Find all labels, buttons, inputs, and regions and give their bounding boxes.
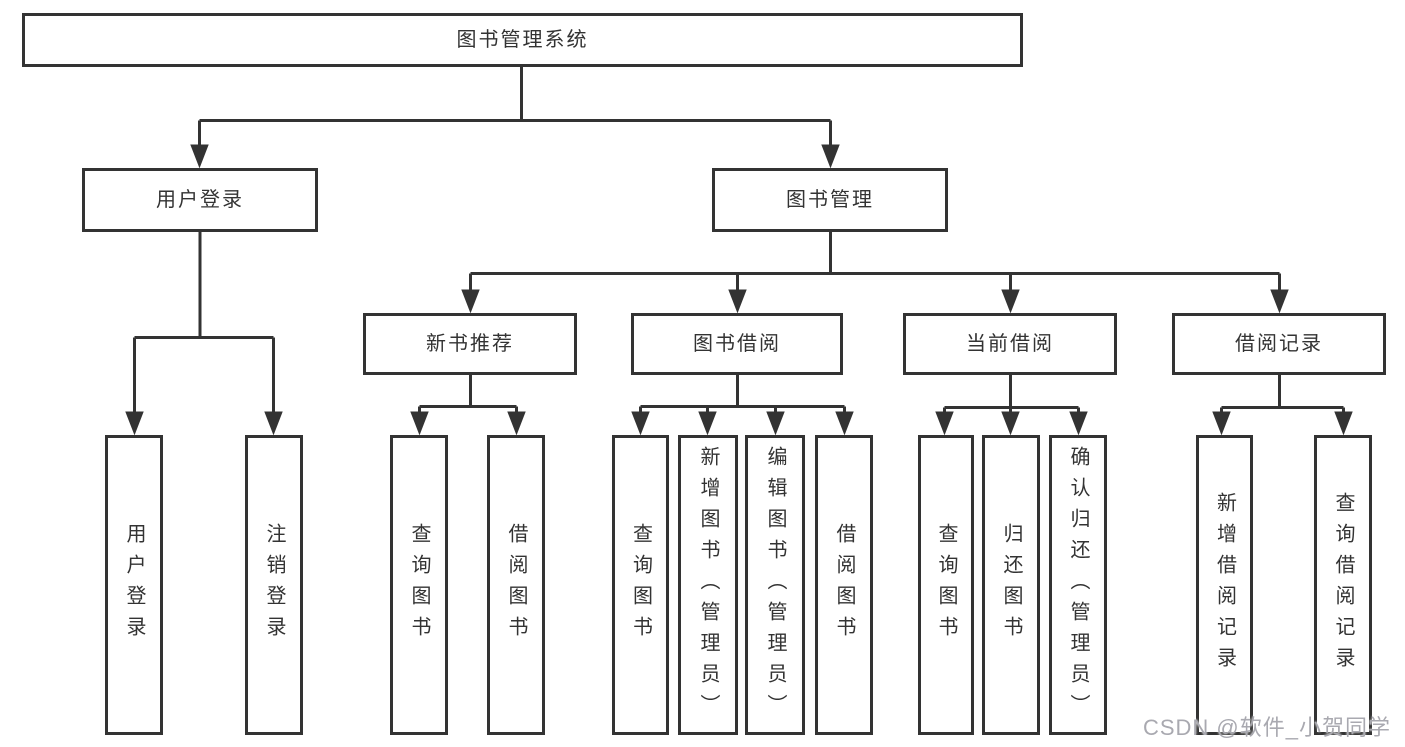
node-leaf-confirm-return-admin: 确认归还（管理员） [1049, 435, 1107, 735]
leaf-label: 查询图书 [629, 523, 652, 647]
leaf-label: 查询图书 [935, 523, 957, 647]
node-leaf-logout: 注销登录 [245, 435, 303, 735]
node-leaf-borrow-books: 借阅图书 [487, 435, 545, 735]
connector-current-to-leaves [935, 374, 1088, 436]
node-leaf-edit-books-admin: 编辑图书（管理员） [745, 435, 805, 735]
node-book-management: 图书管理 [712, 168, 948, 232]
connector-newbook-to-leaves [410, 374, 526, 436]
leaf-label: 借阅图书 [505, 523, 527, 647]
node-borrow-records: 借阅记录 [1172, 313, 1386, 375]
leaf-label: 编辑图书（管理员） [764, 445, 786, 725]
node-library-system: 图书管理系统 [22, 13, 1023, 67]
leaf-label: 确认归还（管理员） [1067, 445, 1089, 725]
node-user-login: 用户登录 [82, 168, 318, 232]
leaf-label: 查询图书 [408, 523, 430, 647]
node-book-borrow: 图书借阅 [631, 313, 843, 375]
connector-mgmt-to-level3 [461, 231, 1289, 314]
node-leaf-user-login: 用户登录 [105, 435, 163, 735]
node-leaf-query-borrow-record: 查询借阅记录 [1314, 435, 1372, 735]
leaf-label: 借阅图书 [833, 523, 855, 647]
node-leaf-query-books: 查询图书 [390, 435, 448, 735]
node-leaf-add-borrow-record: 新增借阅记录 [1196, 435, 1253, 735]
leaf-label: 归还图书 [1000, 523, 1022, 647]
node-new-book-recommend: 新书推荐 [363, 313, 577, 375]
node-current-borrow: 当前借阅 [903, 313, 1117, 375]
node-leaf-return-books: 归还图书 [982, 435, 1040, 735]
leaf-label: 新增借阅记录 [1213, 492, 1236, 678]
leaf-label: 用户登录 [123, 523, 145, 647]
connector-root-to-level2 [190, 67, 840, 169]
leaf-label: 注销登录 [263, 523, 285, 647]
connector-login-to-leaves [125, 231, 283, 436]
connector-records-to-leaves [1212, 374, 1353, 436]
node-leaf-borrow-books: 借阅图书 [815, 435, 873, 735]
node-leaf-query-books: 查询图书 [612, 435, 669, 735]
node-leaf-add-books-admin: 新增图书（管理员） [678, 435, 738, 735]
connector-borrow-to-leaves [631, 374, 854, 436]
leaf-label: 查询借阅记录 [1332, 492, 1354, 678]
leaf-label: 新增图书（管理员） [697, 445, 719, 725]
node-leaf-query-books: 查询图书 [918, 435, 974, 735]
csdn-watermark: CSDN @软件_小贺同学 [1142, 715, 1391, 740]
